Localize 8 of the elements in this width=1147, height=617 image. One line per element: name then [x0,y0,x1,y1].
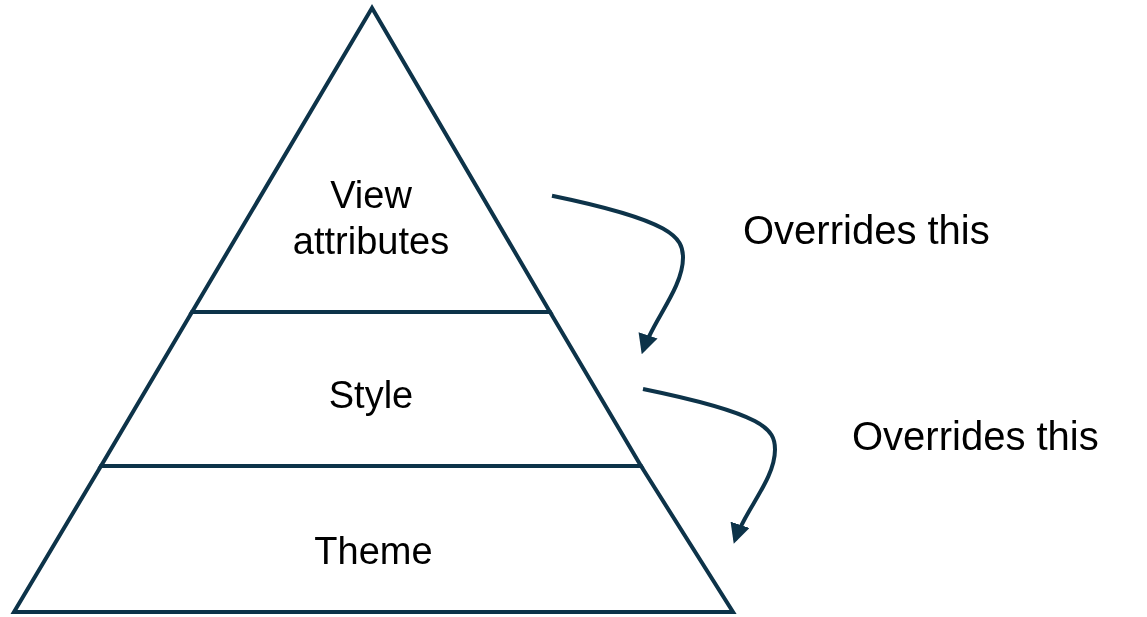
curved-arrow [642,387,777,544]
tier-label: Style [327,373,415,418]
pyramid-tier [99,312,643,466]
pyramid-tier [190,6,552,312]
pyramid-tier [12,466,735,614]
curved-arrow [551,193,685,355]
tier-label: Theme [313,529,434,574]
tier-label: View attributes [291,173,451,264]
